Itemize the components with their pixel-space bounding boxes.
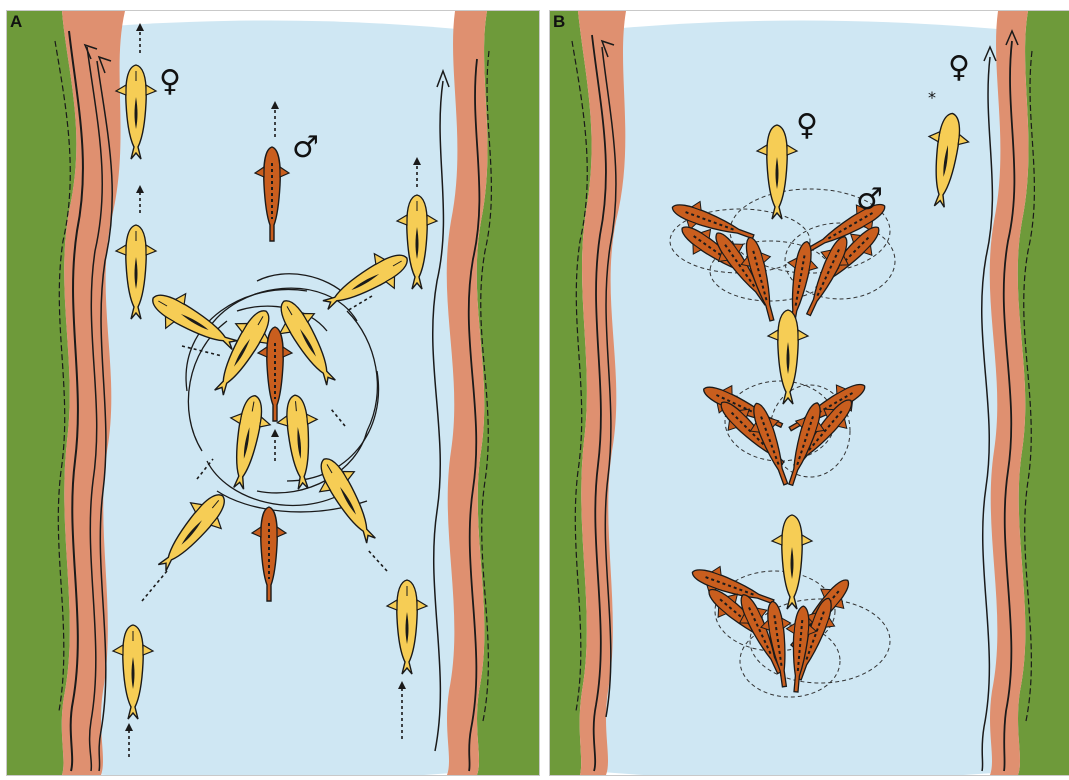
female-symbol-b-group: ♀ xyxy=(796,108,818,143)
panel-label-a: A xyxy=(10,12,22,32)
male-symbol-b-group: ♂ xyxy=(856,182,883,217)
panel-b: B xyxy=(549,10,1069,776)
female-symbol-b-upstream: ♀ xyxy=(948,50,970,85)
panel-a: A xyxy=(6,10,540,776)
asterisk-marker: * xyxy=(928,88,936,107)
panel-label-b: B xyxy=(553,12,565,32)
male-symbol-a: ♂ xyxy=(292,130,319,165)
panel-a-illustration: ♀ ♂ xyxy=(7,11,539,775)
panel-b-illustration: ♀ ♂ ♀ * xyxy=(550,11,1069,775)
female-symbol-a: ♀ xyxy=(159,64,181,99)
